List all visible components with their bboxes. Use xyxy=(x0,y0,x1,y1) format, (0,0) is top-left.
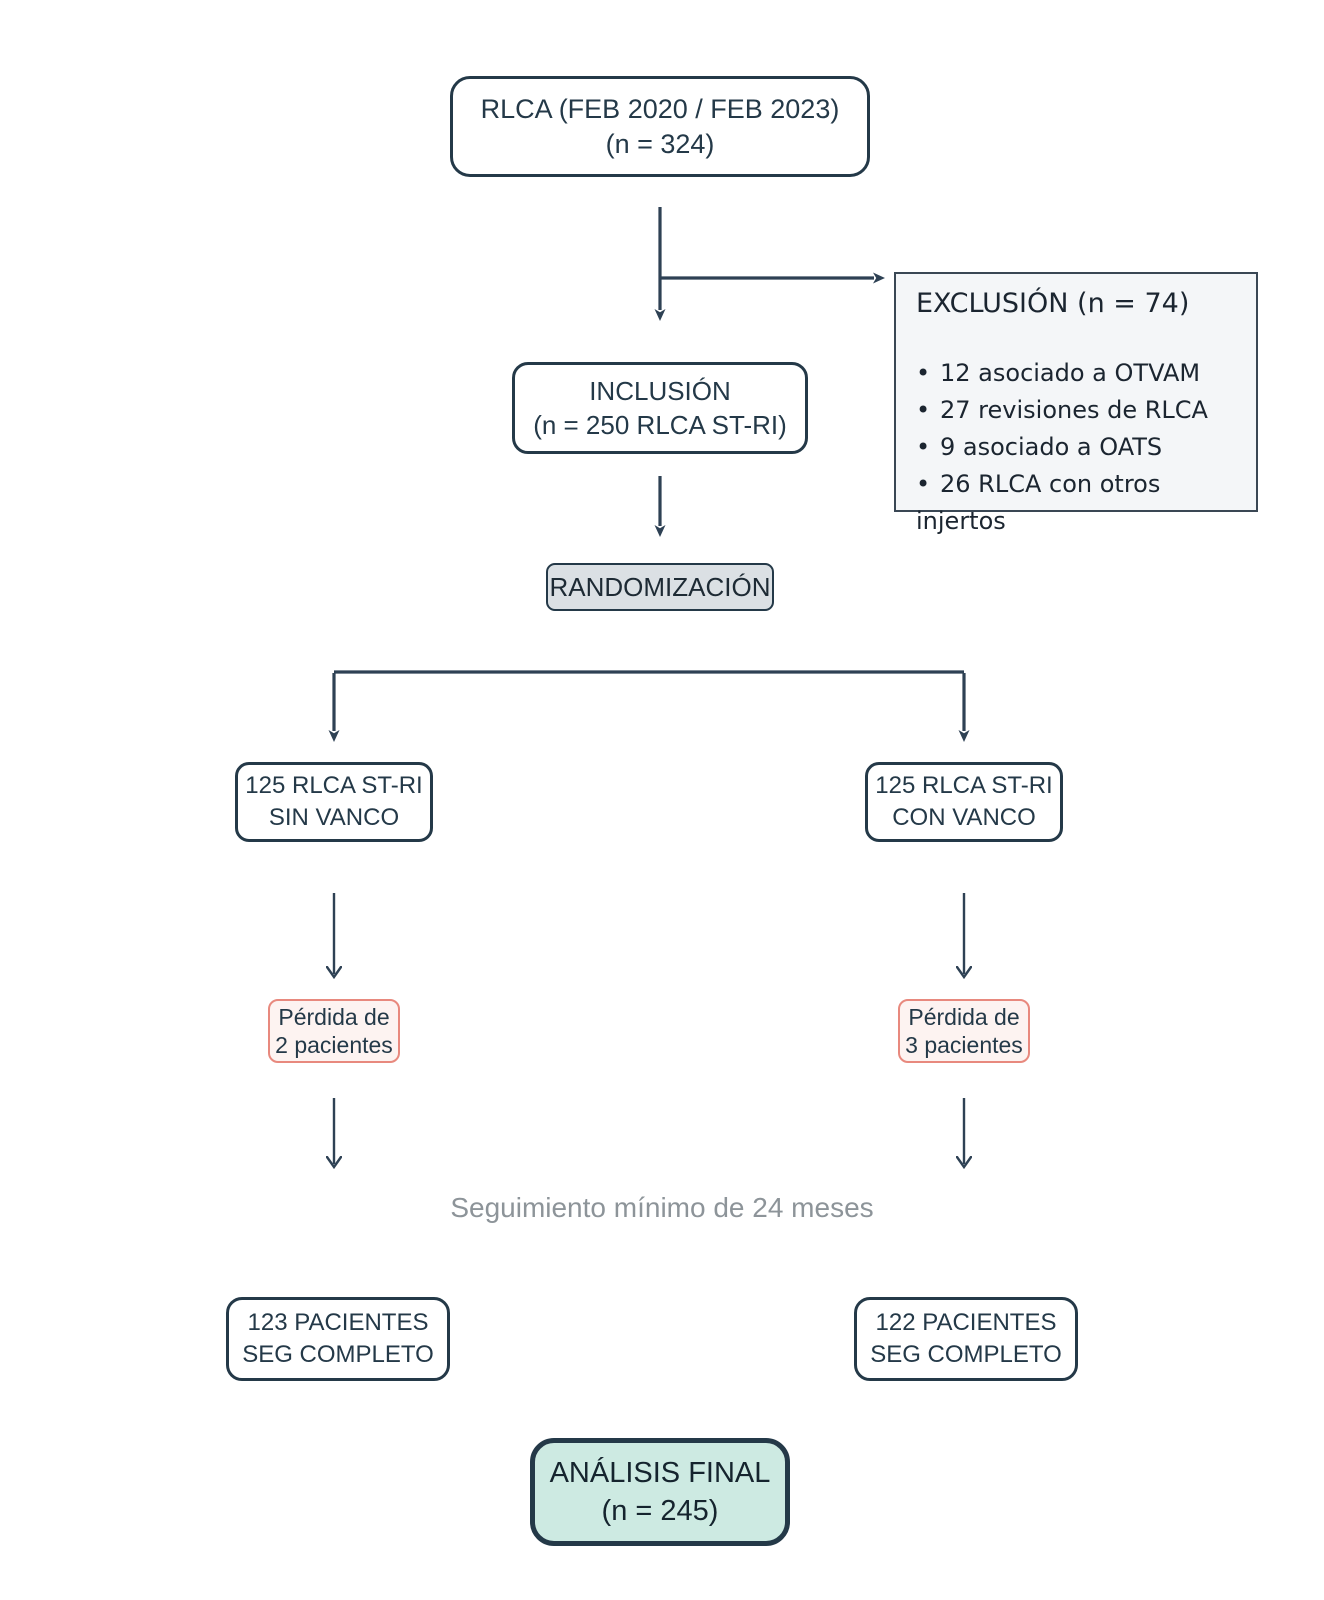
arm-con-line2: CON VANCO xyxy=(892,804,1036,831)
node-inclusion: INCLUSIÓN (n = 250 RLCA ST-RI) xyxy=(512,362,808,454)
enrollment-line1: RLCA (FEB 2020 / FEB 2023) xyxy=(480,93,840,124)
arm-con-line1: 125 RLCA ST-RI xyxy=(875,772,1053,799)
bullet-icon: • xyxy=(916,470,931,498)
node-loss-sin-vanco: Pérdida de 2 pacientes xyxy=(268,999,400,1063)
node-enrollment: RLCA (FEB 2020 / FEB 2023) (n = 324) xyxy=(450,76,870,177)
bullet-icon: • xyxy=(916,396,931,424)
enrollment-line2: (n = 324) xyxy=(605,128,715,159)
exclusion-item-text: 27 revisiones de RLCA xyxy=(940,396,1208,424)
exclusion-item: • 27 revisiones de RLCA xyxy=(916,392,1244,429)
exclusion-item-text: 12 asociado a OTVAM xyxy=(940,359,1201,387)
exclusion-item: • 12 asociado a OTVAM xyxy=(916,355,1244,392)
node-arm-con-vanco: 125 RLCA ST-RI CON VANCO xyxy=(865,762,1063,842)
node-exclusion: EXCLUSIÓN (n = 74) •12 asociado a OTVAM … xyxy=(894,272,1258,535)
node-final-analysis: ANÁLISIS FINAL (n = 245) xyxy=(530,1438,790,1546)
exclusion-item-text: 26 RLCA con otros injertos xyxy=(916,470,1161,535)
inclusion-line1: INCLUSIÓN xyxy=(589,376,731,406)
bullet-icon: • xyxy=(916,359,931,387)
exclusion-item: • 9 asociado a OATS xyxy=(916,429,1244,466)
complete-con-line1: 122 PACIENTES xyxy=(875,1309,1057,1336)
randomization-label: RANDOMIZACIÓN xyxy=(549,571,771,602)
complete-con-line2: SEG COMPLETO xyxy=(870,1341,1062,1368)
bullet-icon: • xyxy=(916,433,931,461)
loss-sin-line1: Pérdida de xyxy=(278,1004,390,1030)
node-complete-sin-vanco: 123 PACIENTES SEG COMPLETO xyxy=(226,1297,450,1381)
node-randomization: RANDOMIZACIÓN xyxy=(546,563,774,611)
arm-sin-line2: SIN VANCO xyxy=(268,804,400,831)
exclusion-title: EXCLUSIÓN (n = 74) xyxy=(916,288,1190,319)
arm-sin-line1: 125 RLCA ST-RI xyxy=(245,772,423,799)
followup-note: Seguimiento mínimo de 24 meses xyxy=(450,1192,874,1223)
loss-con-line2: 3 pacientes xyxy=(905,1032,1023,1058)
exclusion-list: • 12 asociado a OTVAM • 27 revisiones de R… xyxy=(916,355,1244,540)
exclusion-item-text: 9 asociado a OATS xyxy=(940,433,1163,461)
final-line2: (n = 245) xyxy=(601,1495,719,1527)
complete-sin-line2: SEG COMPLETO xyxy=(242,1341,434,1368)
final-line1: ANÁLISIS FINAL xyxy=(549,1457,771,1489)
loss-con-line1: Pérdida de xyxy=(908,1004,1020,1030)
loss-sin-line2: 2 pacientes xyxy=(275,1032,393,1058)
node-complete-con-vanco: 122 PACIENTES SEG COMPLETO xyxy=(854,1297,1078,1381)
node-arm-sin-vanco: 125 RLCA ST-RI SIN VANCO xyxy=(235,762,433,842)
exclusion-item: •26 RLCA con otros injertos xyxy=(916,466,1244,540)
inclusion-line2: (n = 250 RLCA ST-RI) xyxy=(533,410,787,440)
node-loss-con-vanco: Pérdida de 3 pacientes xyxy=(898,999,1030,1063)
complete-sin-line1: 123 PACIENTES xyxy=(247,1309,429,1336)
